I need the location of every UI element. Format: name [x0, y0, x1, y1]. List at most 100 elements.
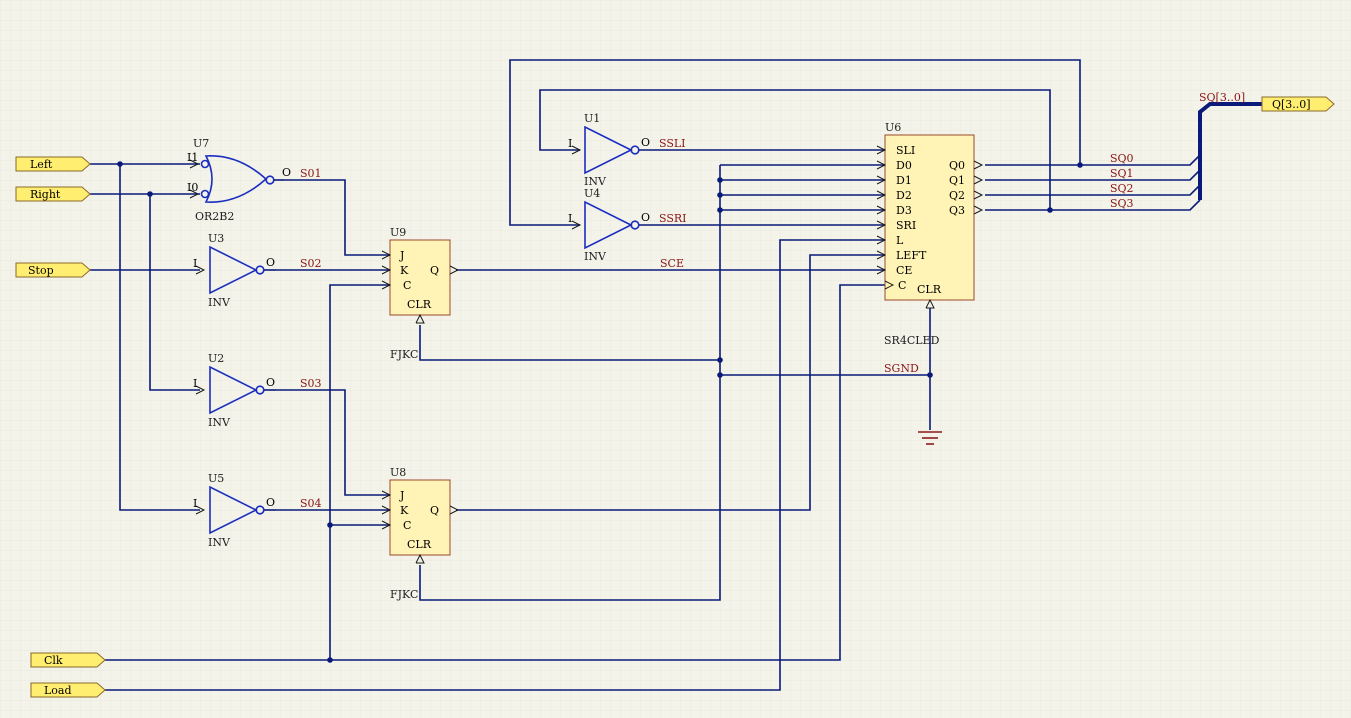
u8-pin-clr: CLR: [407, 538, 432, 551]
wire-sq2[interactable]: [985, 184, 1201, 196]
port-stop-label: Stop: [28, 264, 54, 277]
u8-pin-j: J: [399, 489, 404, 502]
u9-type: FJKC: [390, 348, 418, 361]
u6-pin-l: L: [896, 234, 904, 247]
junction-dot: [1047, 207, 1053, 213]
u2-type: INV: [208, 416, 231, 429]
net-label-sgnd: SGND: [884, 362, 919, 375]
port-clk[interactable]: Clk: [30, 652, 106, 668]
u1-designator: U1: [584, 112, 600, 125]
port-load[interactable]: Load: [30, 682, 106, 698]
net-label-s01: S01: [300, 167, 322, 180]
gate-u3-inv[interactable]: [195, 245, 276, 295]
net-label-sce: SCE: [660, 257, 684, 270]
net-label-s04: S04: [300, 497, 322, 510]
gate-u2-inv[interactable]: [195, 365, 276, 415]
u6-pin-q0: Q0: [949, 159, 965, 172]
u1-type: INV: [584, 175, 607, 188]
wire-sq0[interactable]: [985, 154, 1201, 166]
net-label-s03: S03: [300, 377, 322, 390]
u6-pin-q3: Q3: [949, 204, 965, 217]
wire-clk-u9[interactable]: [329, 284, 390, 660]
junction-dot: [1077, 162, 1083, 168]
port-right-label: Right: [30, 188, 61, 201]
port-left[interactable]: Left: [15, 156, 91, 172]
net-label-ssli: SSLI: [659, 137, 686, 150]
port-load-label: Load: [44, 684, 72, 697]
wire-clk[interactable]: [105, 284, 885, 661]
flipflop-u9[interactable]: [381, 239, 460, 324]
u6-pin-sri: SRI: [896, 219, 916, 232]
flipflop-u8[interactable]: [381, 479, 460, 564]
shift-register-u6[interactable]: [876, 134, 984, 309]
u7-pin-i0: I0: [187, 181, 198, 194]
u6-pin-q2: Q2: [949, 189, 965, 202]
u4-pin-o: O: [641, 211, 650, 224]
wire-load[interactable]: [105, 239, 885, 691]
wire-q3-feedback[interactable]: [539, 89, 1051, 210]
wire-sq3[interactable]: [985, 199, 1201, 211]
u6-pin-d1: D1: [896, 174, 912, 187]
net-label-sq0: SQ0: [1110, 152, 1134, 165]
u6-pin-d0: D0: [896, 159, 912, 172]
u8-designator: U8: [390, 466, 406, 479]
wire-sgnd-trunk[interactable]: [419, 165, 721, 601]
u4-pin-i: I: [568, 212, 572, 225]
bus-label: SQ[3..0]: [1199, 91, 1245, 104]
u6-pin-clr: CLR: [917, 283, 942, 296]
port-right[interactable]: Right: [15, 186, 91, 202]
u6-pin-q1: Q1: [949, 174, 965, 187]
u1-pin-i: I: [568, 137, 572, 150]
junction-dot: [717, 177, 723, 183]
port-q-output[interactable]: Q[3..0]: [1261, 96, 1335, 112]
junction-dot: [717, 207, 723, 213]
junction-dot: [717, 192, 723, 198]
u6-pin-d3: D3: [896, 204, 912, 217]
u7-type: OR2B2: [195, 210, 234, 223]
wire-s03[interactable]: [276, 389, 390, 496]
u5-pin-i: I: [193, 497, 197, 510]
u9-pin-j: J: [399, 249, 404, 262]
junction-dot: [327, 522, 333, 528]
gate-u5-inv[interactable]: [195, 485, 276, 535]
u6-pin-c: C: [898, 279, 906, 292]
net-label-ssri: SSRI: [659, 212, 687, 225]
net-label-sq2: SQ2: [1110, 182, 1134, 195]
u7-pin-o: O: [282, 166, 291, 179]
junctions: [117, 161, 1083, 663]
u6-designator: U6: [885, 121, 901, 134]
net-label-s02: S02: [300, 257, 322, 270]
junction-dot: [147, 191, 153, 197]
u6-pin-left: LEFT: [896, 249, 927, 262]
gate-u1-inv[interactable]: [571, 125, 658, 175]
u3-type: INV: [208, 296, 231, 309]
u9-pin-q: Q: [430, 264, 439, 277]
wire-u8q-left[interactable]: [456, 254, 885, 511]
ground-icon: [918, 431, 942, 445]
u4-type: INV: [584, 250, 607, 263]
u8-pin-k: K: [400, 504, 409, 517]
wire-left-to-u5[interactable]: [119, 164, 200, 511]
u9-pin-k: K: [400, 264, 409, 277]
u9-designator: U9: [390, 226, 406, 239]
u3-pin-o: O: [266, 256, 275, 269]
wire-right-to-u2[interactable]: [149, 194, 200, 391]
u1-pin-o: O: [641, 136, 650, 149]
wire-q0-feedback[interactable]: [509, 59, 1081, 226]
wire-sq1[interactable]: [985, 169, 1201, 181]
port-left-label: Left: [30, 158, 53, 171]
wire-s01[interactable]: [284, 179, 390, 256]
junction-dot: [327, 657, 333, 663]
gate-u4-inv[interactable]: [571, 200, 658, 250]
gate-u7-or2b2[interactable]: [189, 155, 284, 203]
junction-dot: [117, 161, 123, 167]
wire-u9-clr[interactable]: [419, 325, 720, 361]
bus-sq[interactable]: [1198, 102, 1262, 200]
u6-pin-d2: D2: [896, 189, 912, 202]
port-stop[interactable]: Stop: [15, 262, 91, 278]
wires: [90, 59, 1262, 691]
junction-dot: [717, 372, 723, 378]
u6-pin-ce: CE: [896, 264, 912, 277]
